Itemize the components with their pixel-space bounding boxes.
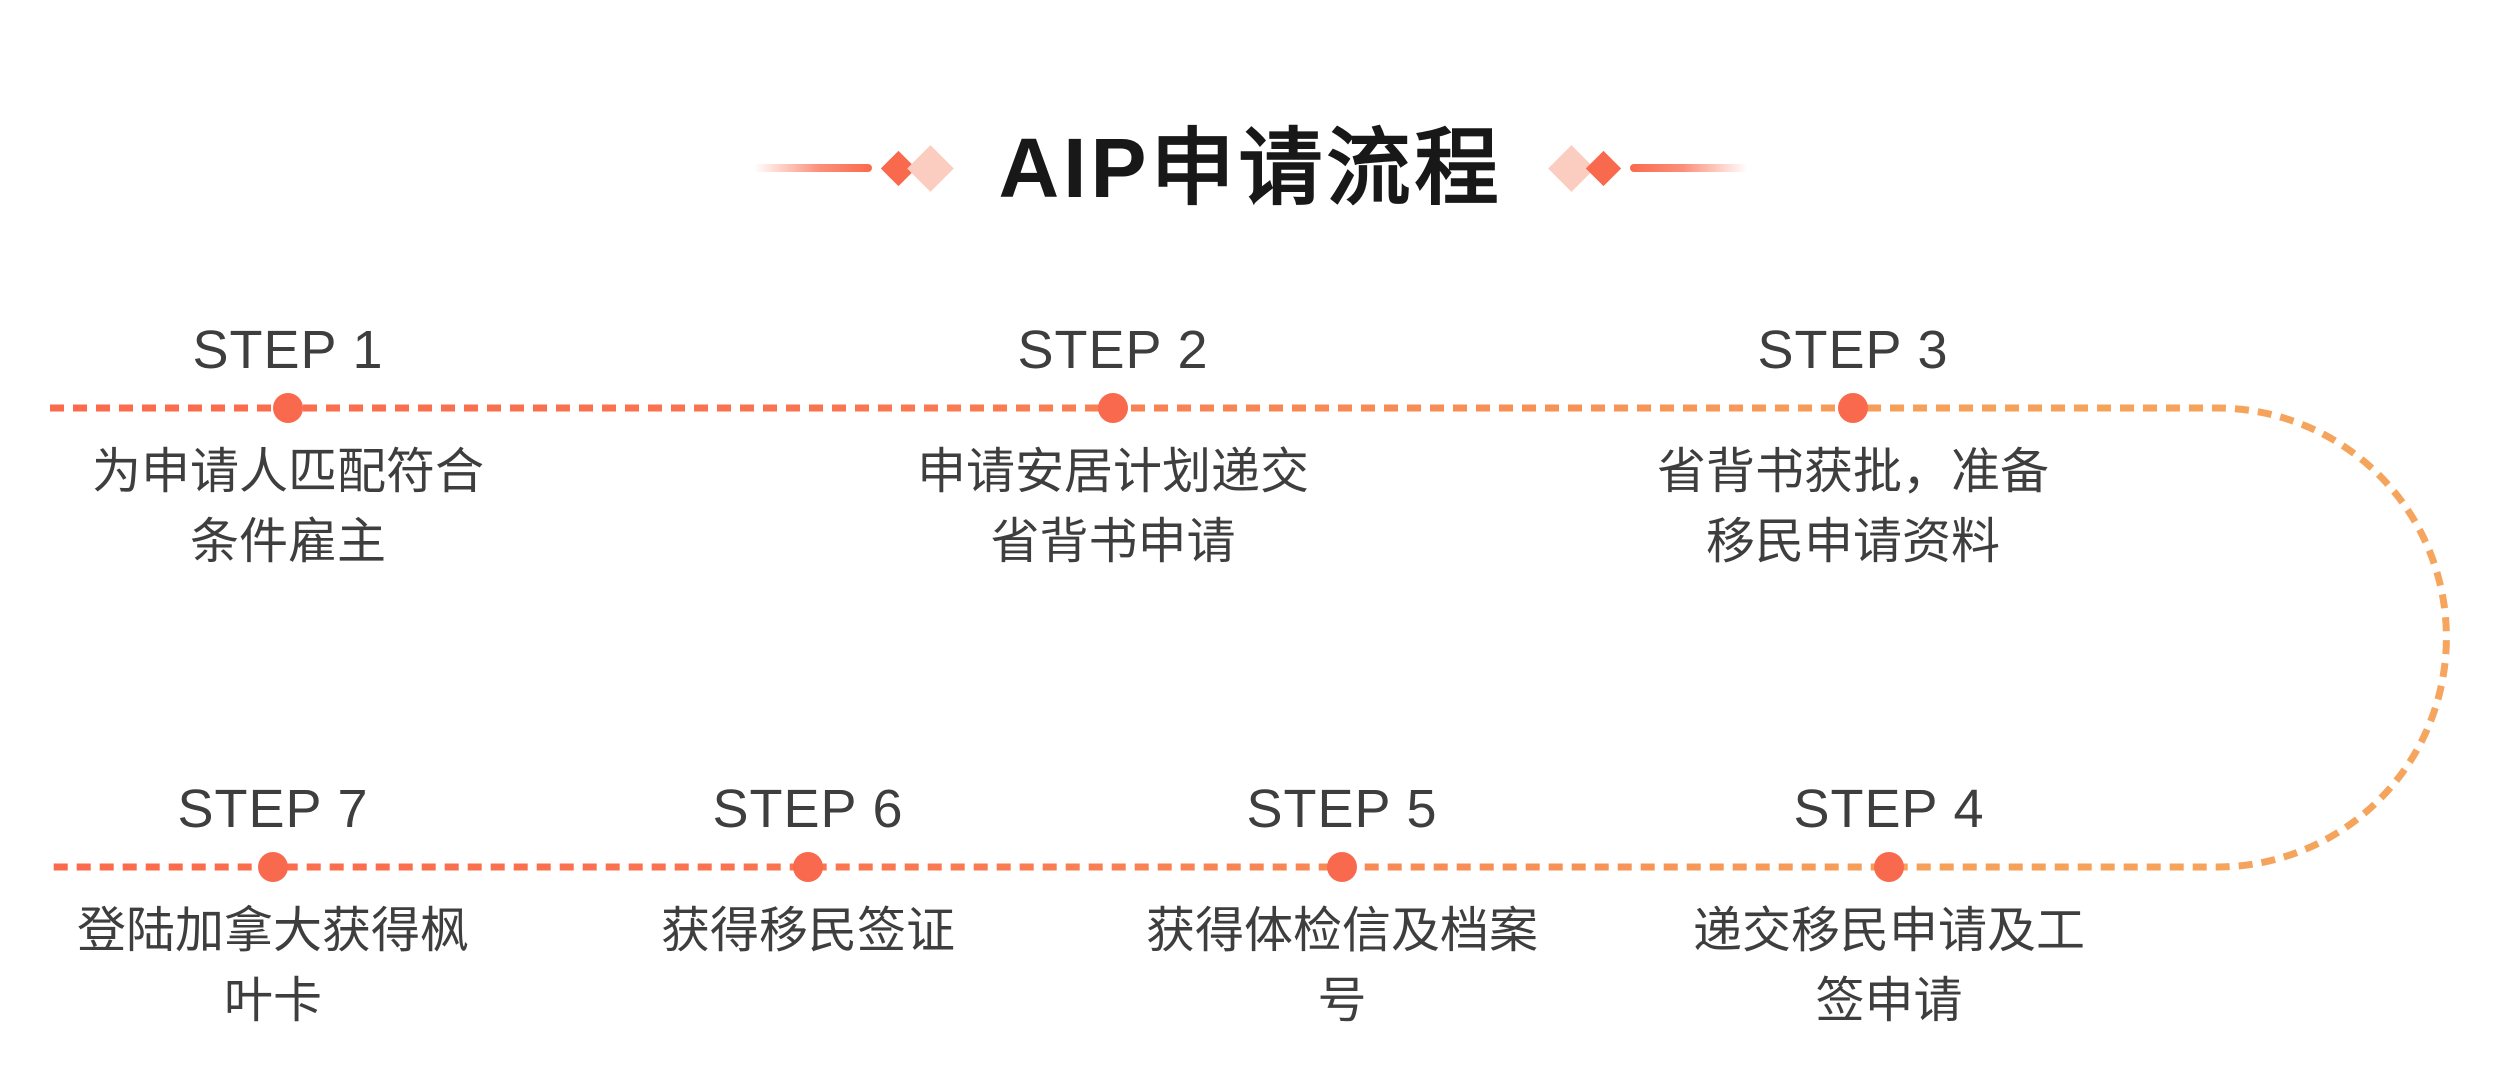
step-desc-line: 递交移民申请及工 bbox=[1692, 904, 2085, 958]
step-description: 为申请人匹配符合 条件雇主 bbox=[28, 437, 548, 577]
step-6: STEP 6 获得移民签证 bbox=[548, 778, 1068, 966]
step-label: STEP 3 bbox=[1757, 320, 1949, 380]
step-dot bbox=[1327, 852, 1357, 882]
step-desc-line: 叶卡 bbox=[223, 974, 322, 1028]
step-desc-line: 号 bbox=[1317, 974, 1367, 1028]
step-desc-line: 移民申请资料 bbox=[1705, 515, 2000, 569]
diamond-solid-right-icon bbox=[1585, 150, 1621, 186]
step-4: STEP 4 递交移民申请及工 签申请 bbox=[1629, 778, 2149, 1036]
step-description: 递交移民申请及工 签申请 bbox=[1629, 896, 2149, 1036]
step-dot bbox=[1874, 852, 1904, 882]
step-dot bbox=[273, 393, 303, 423]
step-description: 申请安居计划递交 省背书申请 bbox=[853, 437, 1373, 577]
step-desc-line: 省背书申请 bbox=[990, 515, 1236, 569]
decoration-line-left-icon bbox=[753, 164, 872, 173]
step-label: STEP 7 bbox=[177, 779, 369, 839]
step-desc-line: 为申请人匹配符合 bbox=[91, 445, 484, 499]
step-5: STEP 5 获得体检信及档案 号 bbox=[1082, 778, 1602, 1036]
step-desc-line: 签申请 bbox=[1815, 974, 1963, 1028]
title-decoration-right bbox=[1547, 144, 1748, 192]
dashed-flow-line bbox=[50, 404, 2450, 871]
step-label: STEP 2 bbox=[1017, 320, 1209, 380]
step-label: STEP 4 bbox=[1793, 779, 1985, 839]
step-label: STEP 1 bbox=[192, 320, 384, 380]
title-row: AIP申请流程 bbox=[753, 121, 1748, 215]
step-dot bbox=[1098, 393, 1128, 423]
step-desc-line: 获得体检信及档案 bbox=[1145, 904, 1538, 958]
step-description: 获得体检信及档案 号 bbox=[1082, 896, 1602, 1036]
step-desc-line: 申请安居计划递交 bbox=[916, 445, 1309, 499]
step-dot bbox=[1838, 393, 1868, 423]
step-dot bbox=[793, 852, 823, 882]
step-desc-line: 登陆加拿大获得枫 bbox=[76, 904, 469, 958]
step-7: STEP 7 登陆加拿大获得枫 叶卡 bbox=[13, 778, 533, 1036]
step-label: STEP 5 bbox=[1246, 779, 1438, 839]
step-2: STEP 2 申请安居计划递交 省背书申请 bbox=[853, 319, 1373, 577]
diamond-light-left-icon bbox=[906, 144, 954, 192]
step-1: STEP 1 为申请人匹配符合 条件雇主 bbox=[28, 319, 548, 577]
step-description: 登陆加拿大获得枫 叶卡 bbox=[13, 896, 533, 1036]
title-decoration-left bbox=[753, 144, 954, 192]
decoration-line-right-icon bbox=[1629, 164, 1748, 173]
step-label: STEP 6 bbox=[712, 779, 904, 839]
step-description: 省背书获批，准备 移民申请资料 bbox=[1593, 437, 2113, 577]
step-desc-line: 省背书获批，准备 bbox=[1656, 445, 2049, 499]
step-description: 获得移民签证 bbox=[548, 896, 1068, 966]
step-dot bbox=[258, 852, 288, 882]
step-desc-line: 条件雇主 bbox=[189, 515, 386, 569]
page-title: AIP申请流程 bbox=[998, 121, 1503, 215]
step-desc-line: 获得移民签证 bbox=[660, 904, 955, 958]
step-3: STEP 3 省背书获批，准备 移民申请资料 bbox=[1593, 319, 2113, 577]
